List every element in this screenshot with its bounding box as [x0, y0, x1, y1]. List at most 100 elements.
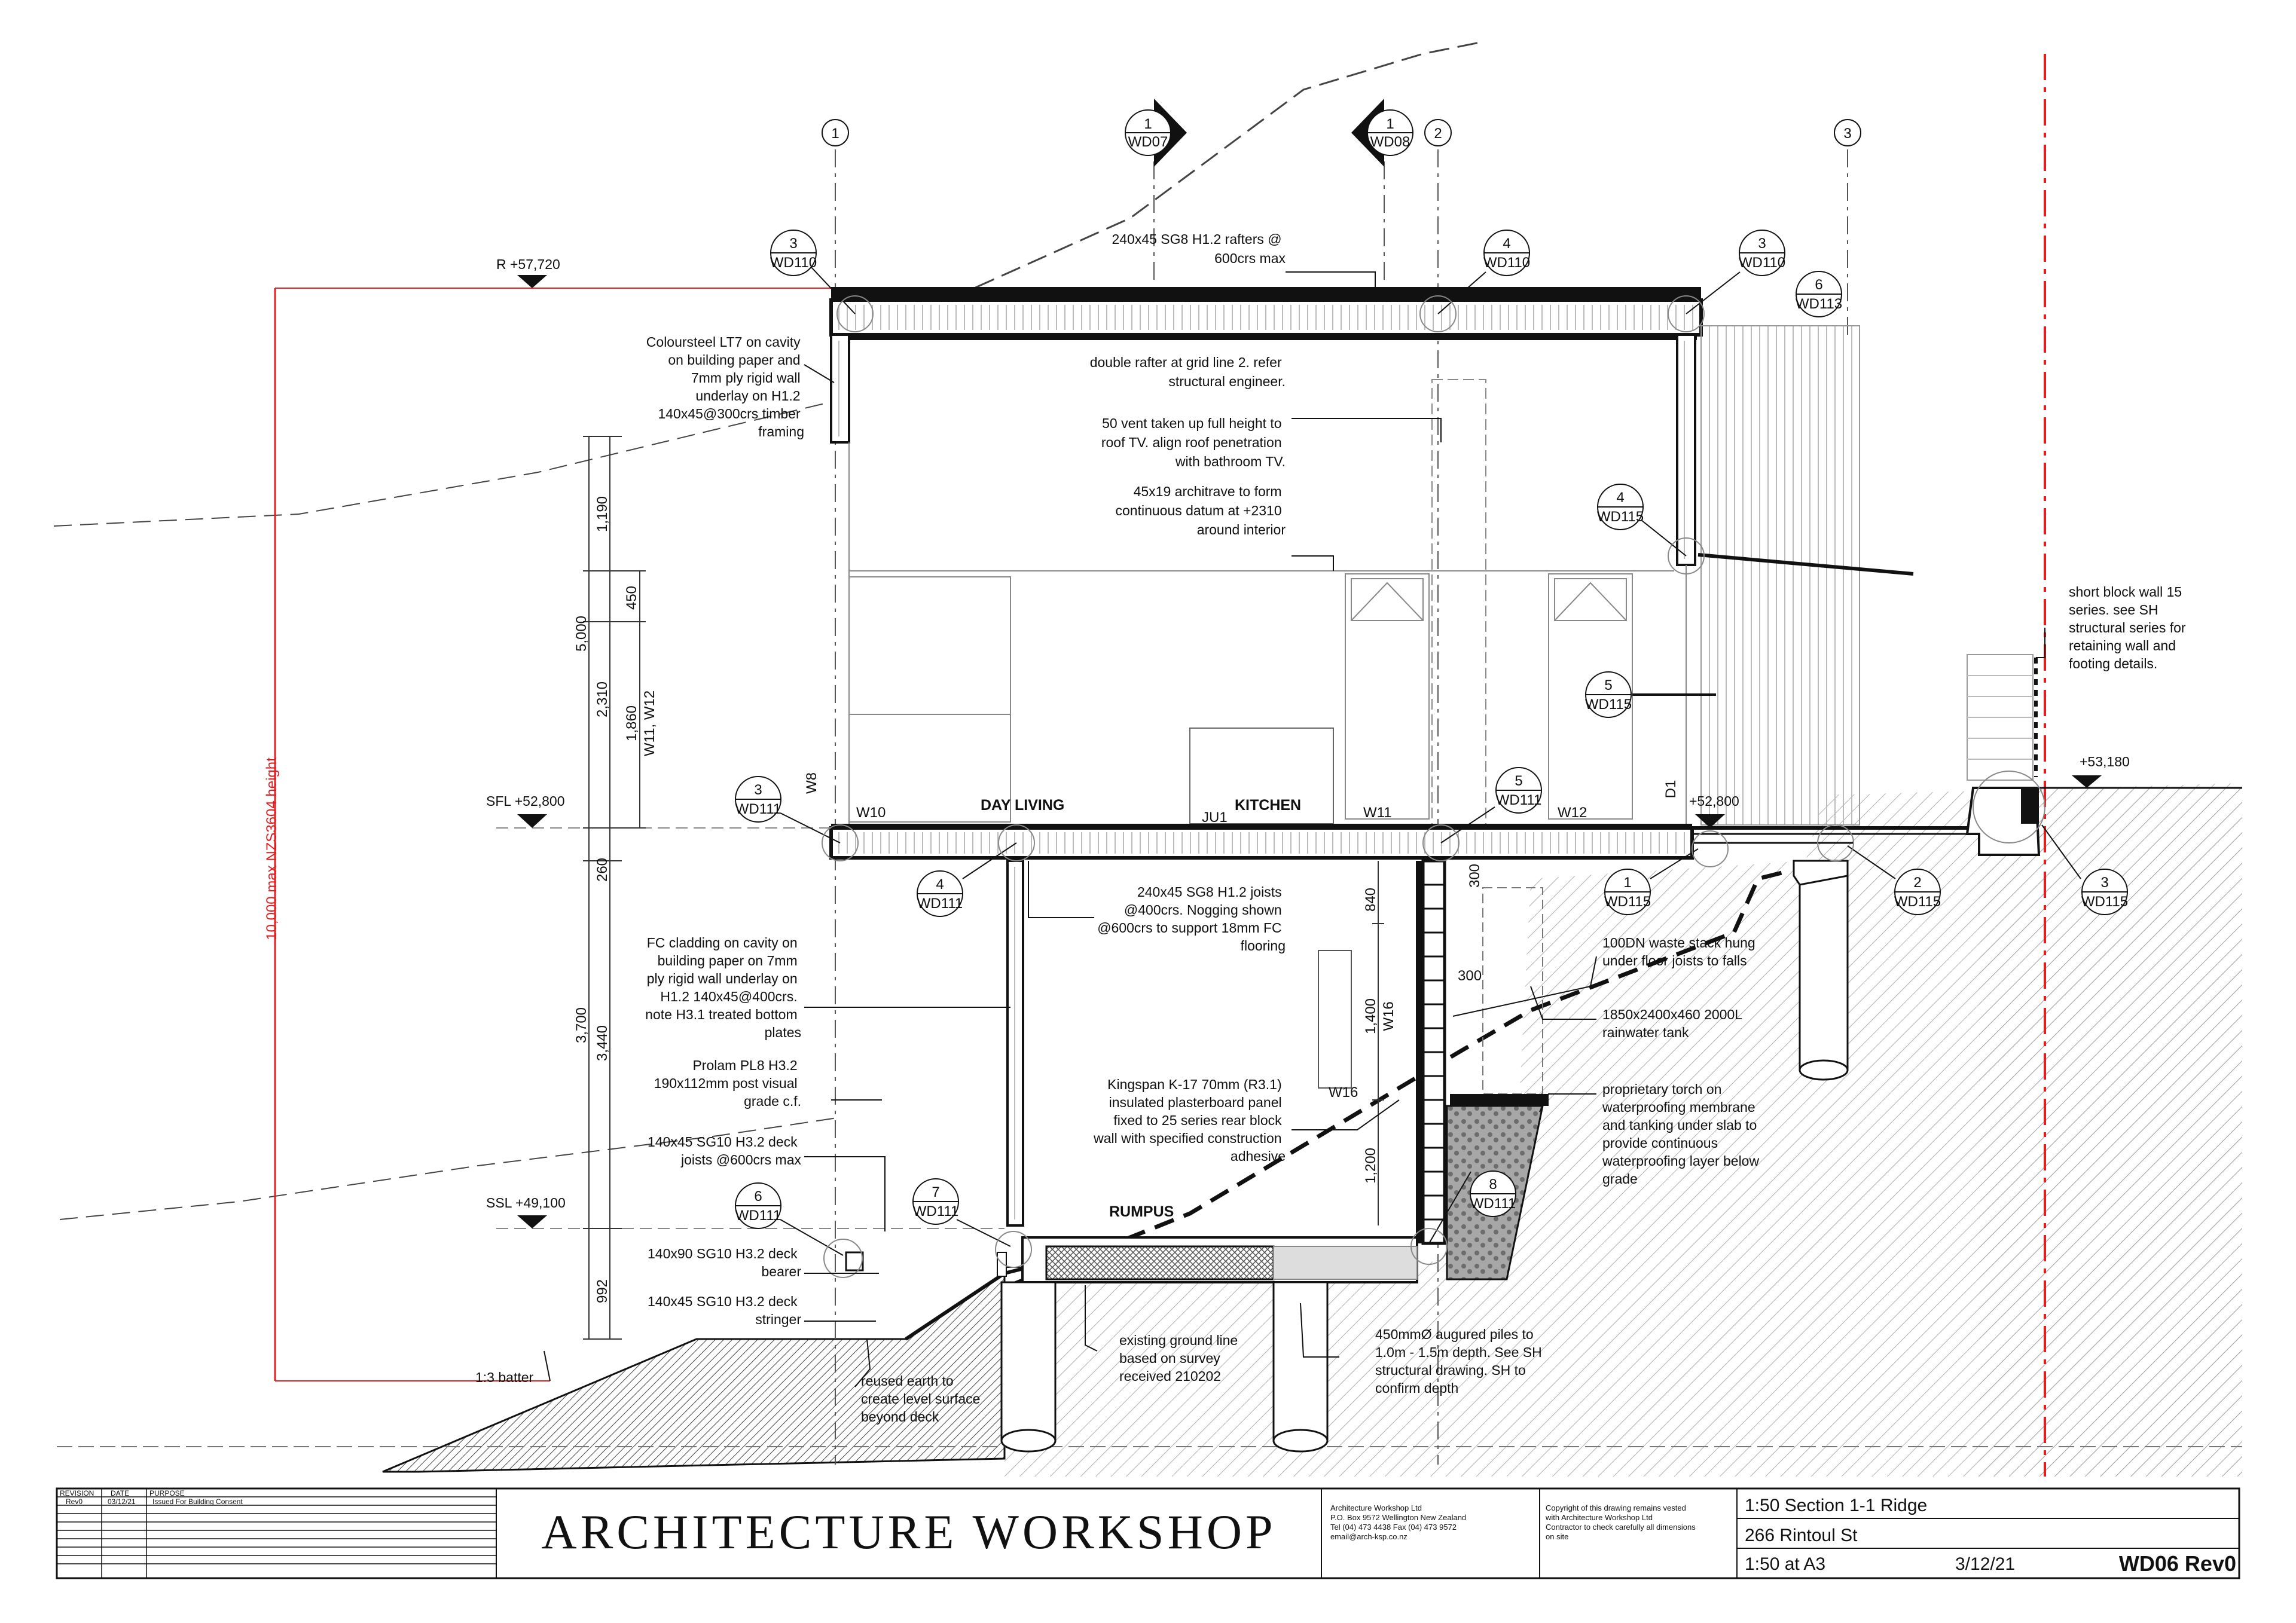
dim-450: 450 — [624, 586, 640, 610]
dim-1860: 1,860 — [624, 705, 640, 741]
level-ground-right: +53,180 — [2072, 754, 2130, 788]
section-marker-wd07: 1 WD07 — [1125, 99, 1187, 167]
dim-260: 260 — [594, 858, 610, 882]
svg-text:8: 8 — [1489, 1176, 1497, 1193]
svg-text:+52,800: +52,800 — [1689, 793, 1739, 809]
detail-bubble-3-wd111: 3 WD111 — [735, 776, 859, 861]
note-leaders — [544, 271, 2045, 1387]
deck-canopy — [1697, 553, 1914, 576]
detail-bubble-7-wd111: 7 WD111 — [912, 1178, 1032, 1268]
rev-row-rev: Rev0 — [66, 1497, 83, 1506]
note-waterproofing: proprietary torch on waterproofing membr… — [1602, 1081, 1763, 1187]
dim-300-a: 300 — [1467, 864, 1483, 888]
svg-text:WD110: WD110 — [1739, 255, 1785, 271]
deck-bearer — [845, 1251, 864, 1271]
dim-2310: 2,310 — [594, 681, 610, 717]
svg-text:WD115: WD115 — [1894, 894, 1941, 910]
revision-table — [57, 1488, 496, 1578]
copyright-note: Copyright of this drawing remains vested… — [1545, 1503, 1697, 1541]
drawing-scale: 1:50 at A3 — [1745, 1554, 1825, 1574]
title-block — [56, 1487, 2240, 1579]
tag-w12: W12 — [1558, 805, 1587, 821]
note-ground-line: existing ground line based on survey rec… — [1119, 1332, 1242, 1384]
detail-bubble-5-wd115: 5 WD115 — [1585, 671, 1716, 718]
svg-text:WD115: WD115 — [1585, 696, 1632, 713]
svg-text:WD115: WD115 — [2081, 894, 2128, 910]
firm-name: ARCHITECTURE WORKSHOP — [541, 1505, 1276, 1559]
svg-text:2: 2 — [1434, 126, 1442, 142]
svg-text:SSL +49,100: SSL +49,100 — [486, 1195, 566, 1211]
dim-840: 840 — [1363, 888, 1379, 912]
note-rafters: 240x45 SG8 H1.2 rafters @ 600crs max — [1112, 231, 1286, 266]
grid-bubble-2: 2 — [1424, 119, 1452, 146]
svg-text:3: 3 — [2100, 875, 2108, 891]
note-prolam: Prolam PL8 H3.2 190x112mm post visual gr… — [654, 1057, 801, 1109]
detail-bubble-4-wd115: 4 WD115 — [1597, 484, 1705, 574]
svg-text:7: 7 — [932, 1184, 939, 1200]
svg-text:WD110: WD110 — [1483, 255, 1530, 271]
svg-text:WD111: WD111 — [917, 895, 963, 912]
svg-text:WD115: WD115 — [1604, 894, 1651, 910]
svg-text:1: 1 — [1623, 875, 1631, 891]
tag-ju1: JU1 — [1202, 809, 1228, 826]
svg-text:3: 3 — [754, 782, 762, 798]
svg-text:WD115: WD115 — [1597, 509, 1644, 525]
upper-walls — [830, 334, 1696, 825]
svg-text:WD07: WD07 — [1128, 134, 1168, 150]
room-kitchen: KITCHEN — [1235, 797, 1301, 814]
dim-3700: 3,700 — [573, 1007, 590, 1043]
roof-structure — [829, 287, 1703, 340]
detail-bubble-2-wd115: 2 WD115 — [1817, 824, 1941, 915]
detail-bubble-3-wd110-b: 3 WD110 — [1668, 230, 1785, 332]
svg-text:WD113: WD113 — [1796, 296, 1842, 312]
dim-w11-w12: W11, W12 — [642, 690, 658, 756]
detail-bubble-8-wd111: 8 WD111 — [1410, 1170, 1516, 1265]
svg-text:5: 5 — [1515, 773, 1522, 789]
level-ssl: SSL +49,100 — [486, 1195, 1004, 1229]
floor-structure — [829, 824, 2033, 860]
room-day-living: DAY LIVING — [981, 797, 1064, 814]
rev-header-date: DATE — [111, 1489, 129, 1497]
tag-d1: D1 — [1663, 780, 1679, 799]
dimension-strings — [583, 436, 1384, 1340]
note-batter: 1:3 batter — [475, 1370, 534, 1385]
grid-lines — [835, 149, 1848, 1465]
note-waste-stack: 100DN waste stack hung under floor joist… — [1602, 935, 1759, 968]
detail-bubble-4-wd111: 4 WD111 — [917, 824, 1035, 917]
note-piles: 450mmØ augured piles to 1.0m - 1.5m dept… — [1375, 1326, 1546, 1396]
dim-1400: 1,400 — [1363, 998, 1379, 1034]
note-architrave: 45x19 architrave to form continuous datu… — [1115, 484, 1286, 537]
svg-text:3: 3 — [1758, 236, 1766, 252]
svg-text:+53,180: +53,180 — [2080, 754, 2130, 769]
svg-text:1: 1 — [831, 126, 839, 142]
note-kingspan: Kingspan K-17 70mm (R3.1) insulated plas… — [1093, 1077, 1286, 1164]
drawing-title: 1:50 Section 1-1 Ridge — [1745, 1496, 1927, 1515]
svg-text:SFL +52,800: SFL +52,800 — [486, 793, 565, 809]
rev-row-purpose: Issued For Building Consent — [152, 1497, 243, 1506]
height-limit-dimension: 10,000 max NZS3604 height — [264, 288, 831, 1381]
level-sfl: SFL +52,800 — [486, 793, 831, 829]
svg-text:3: 3 — [789, 236, 797, 252]
interior-elevation — [848, 379, 1674, 826]
detail-bubble-1-wd115: 1 WD115 — [1604, 830, 1729, 915]
rumpus-slab — [1021, 1236, 1418, 1283]
grid-bubble-3: 3 — [1834, 119, 1861, 146]
deck-screen — [1700, 325, 1860, 826]
svg-text:WD111: WD111 — [735, 1208, 781, 1224]
svg-text:WD111: WD111 — [735, 801, 781, 817]
note-joists: 240x45 SG8 H1.2 joists @400crs. Nogging … — [1097, 884, 1286, 953]
svg-text:4: 4 — [1616, 490, 1624, 506]
svg-text:6: 6 — [754, 1188, 762, 1205]
rev-row-date: 03/12/21 — [108, 1497, 136, 1506]
note-fc-cladding: FC cladding on cavity on building paper … — [645, 935, 801, 1040]
svg-text:4: 4 — [1503, 236, 1510, 252]
note-deck-joists: 140x45 SG10 H3.2 deck joists @600crs max — [648, 1134, 801, 1167]
svg-text:WD111: WD111 — [1470, 1196, 1516, 1212]
rev-header-revision: REVISION — [60, 1489, 94, 1497]
grid-bubble-1: 1 — [822, 119, 849, 146]
svg-text:WD111: WD111 — [913, 1203, 958, 1219]
piles — [1000, 872, 1849, 1453]
detail-bubble-6-wd111: 6 WD111 — [735, 1182, 863, 1278]
room-rumpus: RUMPUS — [1109, 1203, 1174, 1220]
